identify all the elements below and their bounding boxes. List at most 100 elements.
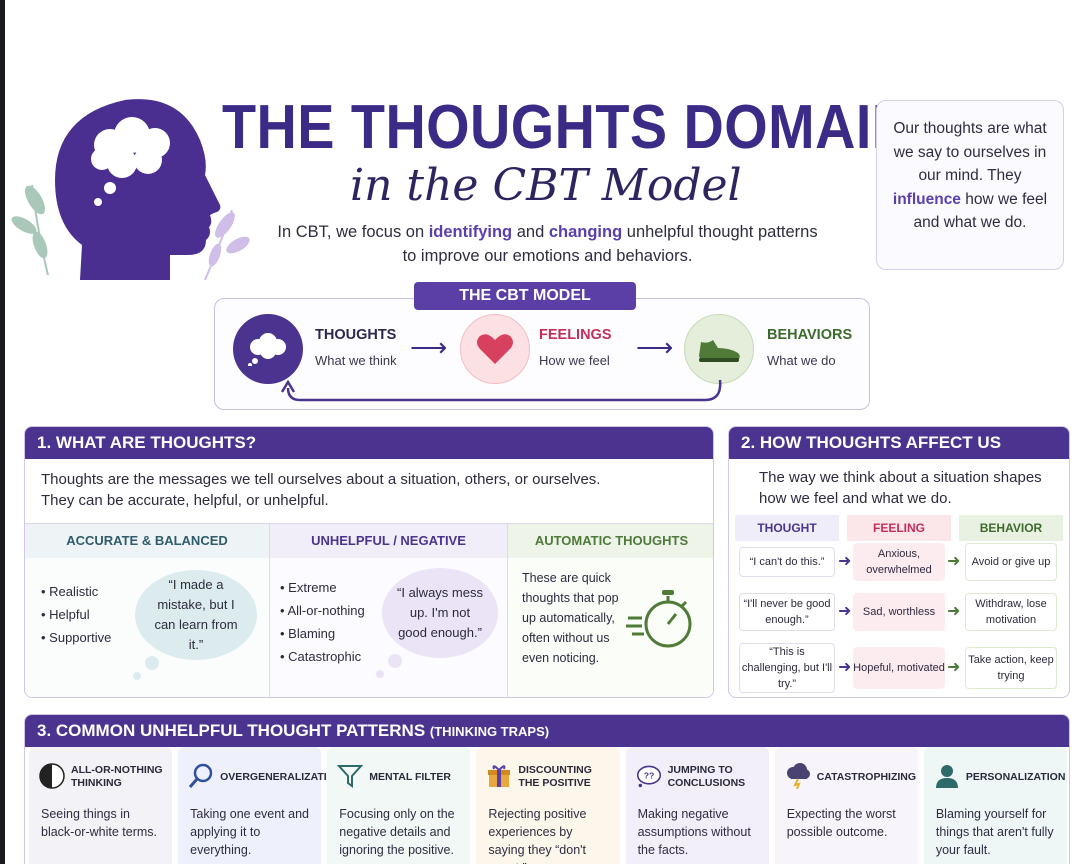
behaviors-label: BEHAVIORS — [767, 327, 853, 343]
section1-intro: Thoughts are the messages we tell oursel… — [41, 471, 601, 509]
leaf-right-icon — [204, 209, 250, 281]
table-row-thought: “I'll never be good enough.” — [739, 593, 835, 631]
half-circle-icon — [39, 763, 65, 789]
cbt-model-box — [214, 298, 870, 410]
thought-cloud-icon — [91, 117, 170, 206]
feelings-label: FEELINGS — [539, 327, 612, 343]
behaviors-circle — [684, 314, 754, 384]
table-row-thought: “This is challenging, but I'll try.” — [739, 643, 835, 693]
trap-card-personalization: PERSONALIZATION Blaming yourself for thi… — [923, 747, 1067, 864]
section2-heading: 2. HOW THOUGHTS AFFECT US — [729, 427, 1069, 459]
list-item: Helpful — [41, 603, 111, 626]
trap-card-discounting-positive: DISCOUNTING THE POSITIVE Rejecting posit… — [476, 747, 620, 864]
table-row-behavior: Avoid or give up — [965, 543, 1057, 581]
bubble-tail — [376, 670, 384, 678]
definition-box: Our thoughts are what we say to ourselve… — [876, 100, 1064, 270]
trap-title: PERSONALIZATION — [965, 770, 1066, 783]
arrow-right-icon: ➜ — [947, 659, 961, 676]
feeling-col-header: FEELING — [847, 515, 951, 541]
list-item: Extreme — [280, 576, 365, 599]
heart-icon — [477, 334, 513, 364]
list-item: Realistic — [41, 580, 111, 603]
arrow-right-icon: ➜ — [838, 553, 852, 570]
trap-title: JUMPING TO CONCLUSIONS — [667, 764, 746, 789]
table-row-feeling: Hopeful, motivated — [853, 647, 945, 689]
table-row-behavior: Take action, keep trying — [965, 647, 1057, 689]
cbt-model-tag: THE CBT MODEL — [414, 282, 636, 310]
arrow-right-icon: ➜ — [947, 603, 961, 620]
trap-title: ALL-OR-NOTHING THINKING — [71, 764, 163, 789]
automatic-text: These are quick thoughts that pop up aut… — [522, 571, 619, 665]
thought-cloud-icon — [248, 333, 286, 366]
trap-title: MENTAL FILTER — [369, 770, 451, 783]
intro-text: In CBT, we focus on identifying and chan… — [277, 223, 818, 265]
leaf-left-icon — [11, 184, 49, 276]
stopwatch-icon — [626, 590, 692, 648]
accurate-heading: ACCURATE & BALANCED — [25, 524, 269, 558]
gift-icon — [488, 765, 511, 787]
table-row-feeling: Sad, worthless — [853, 593, 945, 631]
trap-card-all-or-nothing: ALL-OR-NOTHING THINKING Seeing things in… — [29, 747, 173, 864]
trap-desc: Focusing only on the negative details an… — [339, 807, 455, 857]
arrow-right-icon: ➜ — [947, 553, 961, 570]
section-thinking-traps: 3. COMMON UNHELPFUL THOUGHT PATTERNS (TH… — [24, 714, 1070, 864]
list-item: Blaming — [280, 622, 365, 645]
table-row-thought: “I can't do this.” — [739, 547, 835, 577]
unhelpful-list: Extreme All-or-nothing Blaming Catastrop… — [280, 576, 365, 668]
thoughts-label: THOUGHTS — [315, 327, 397, 343]
table-row-feeling: Anxious, overwhelmed — [853, 543, 945, 581]
svg-text:??: ?? — [643, 771, 654, 781]
table-row-behavior: Withdraw, lose motivation — [965, 593, 1057, 631]
shoe-icon — [699, 340, 740, 362]
left-edge-bar — [0, 0, 5, 864]
section2-intro: The way we think about a situation shape… — [759, 469, 1042, 507]
unhelpful-negative-column: UNHELPFUL / NEGATIVE Extreme All-or-noth… — [270, 524, 508, 697]
trap-desc: Making negative assumptions without the … — [637, 807, 751, 857]
automatic-thoughts-column: AUTOMATIC THOUGHTS These are quick thoug… — [508, 524, 713, 697]
arrow-right-icon: ⟶ — [636, 332, 674, 362]
funnel-icon — [337, 765, 364, 788]
trap-desc: Blaming yourself for things that aren't … — [935, 807, 1054, 857]
thoughts-circle — [233, 314, 303, 384]
person-icon — [935, 765, 958, 788]
question-bubble-icon: ?? — [636, 765, 661, 788]
trap-desc: Rejecting positive experiences by saying… — [488, 807, 587, 864]
arrow-right-icon: ➜ — [838, 659, 852, 676]
storm-cloud-icon — [786, 763, 810, 789]
trap-desc: Seeing things in black-or-white terms. — [41, 807, 157, 839]
trap-desc: Expecting the worst possible outcome. — [786, 807, 896, 839]
feelings-circle — [460, 314, 530, 384]
trap-card-jumping-to-conclusions: ?? JUMPING TO CONCLUSIONS Making negativ… — [625, 747, 769, 864]
section-what-are-thoughts: 1. WHAT ARE THOUGHTS? Thoughts are the m… — [24, 426, 714, 698]
behavior-col-header: BEHAVIOR — [959, 515, 1063, 541]
bubble-tail — [145, 656, 159, 670]
bubble-tail — [388, 654, 402, 668]
trap-desc: Taking one event and applying it to ever… — [190, 807, 309, 857]
trap-title: DISCOUNTING THE POSITIVE — [518, 764, 592, 789]
bubble-tail — [133, 672, 141, 680]
trap-card-mental-filter: MENTAL FILTER Focusing only on the negat… — [327, 747, 471, 864]
section3-heading: 3. COMMON UNHELPFUL THOUGHT PATTERNS (TH… — [25, 715, 1069, 747]
behaviors-sub: What we do — [767, 353, 836, 368]
trap-card-overgeneralization: OVERGENERALIZATION Taking one event and … — [178, 747, 342, 864]
list-item: All-or-nothing — [280, 599, 364, 622]
balanced-thought-bubble: “I made a mistake, but I can learn from … — [135, 570, 257, 660]
section-how-thoughts-affect-us: 2. HOW THOUGHTS AFFECT US The way we thi… — [728, 426, 1070, 698]
head-silhouette-illustration — [11, 99, 250, 281]
trap-title: CATASTROPHIZING — [816, 770, 917, 783]
feedback-loop-arrow — [280, 379, 722, 402]
arrow-right-icon: ➜ — [838, 603, 852, 620]
page-subtitle: in the CBT Model — [350, 160, 742, 211]
negative-thought-bubble: “I always mess up. I'm not good enough.” — [382, 568, 498, 658]
magnifier-icon — [189, 763, 213, 788]
automatic-heading: AUTOMATIC THOUGHTS — [508, 524, 713, 558]
page-title: THE THOUGHTS DOMAIN — [222, 93, 913, 162]
list-item: Catastrophic — [280, 645, 365, 668]
list-item: Supportive — [41, 626, 111, 649]
feelings-sub: How we feel — [539, 353, 610, 368]
thoughts-sub: What we think — [315, 353, 397, 368]
trap-card-catastrophizing: CATASTROPHIZING Expecting the worst poss… — [774, 747, 918, 864]
accurate-balanced-column: ACCURATE & BALANCED Realistic Helpful Su… — [25, 524, 270, 697]
section1-heading: 1. WHAT ARE THOUGHTS? — [25, 427, 713, 459]
accurate-list: Realistic Helpful Supportive — [41, 580, 111, 649]
